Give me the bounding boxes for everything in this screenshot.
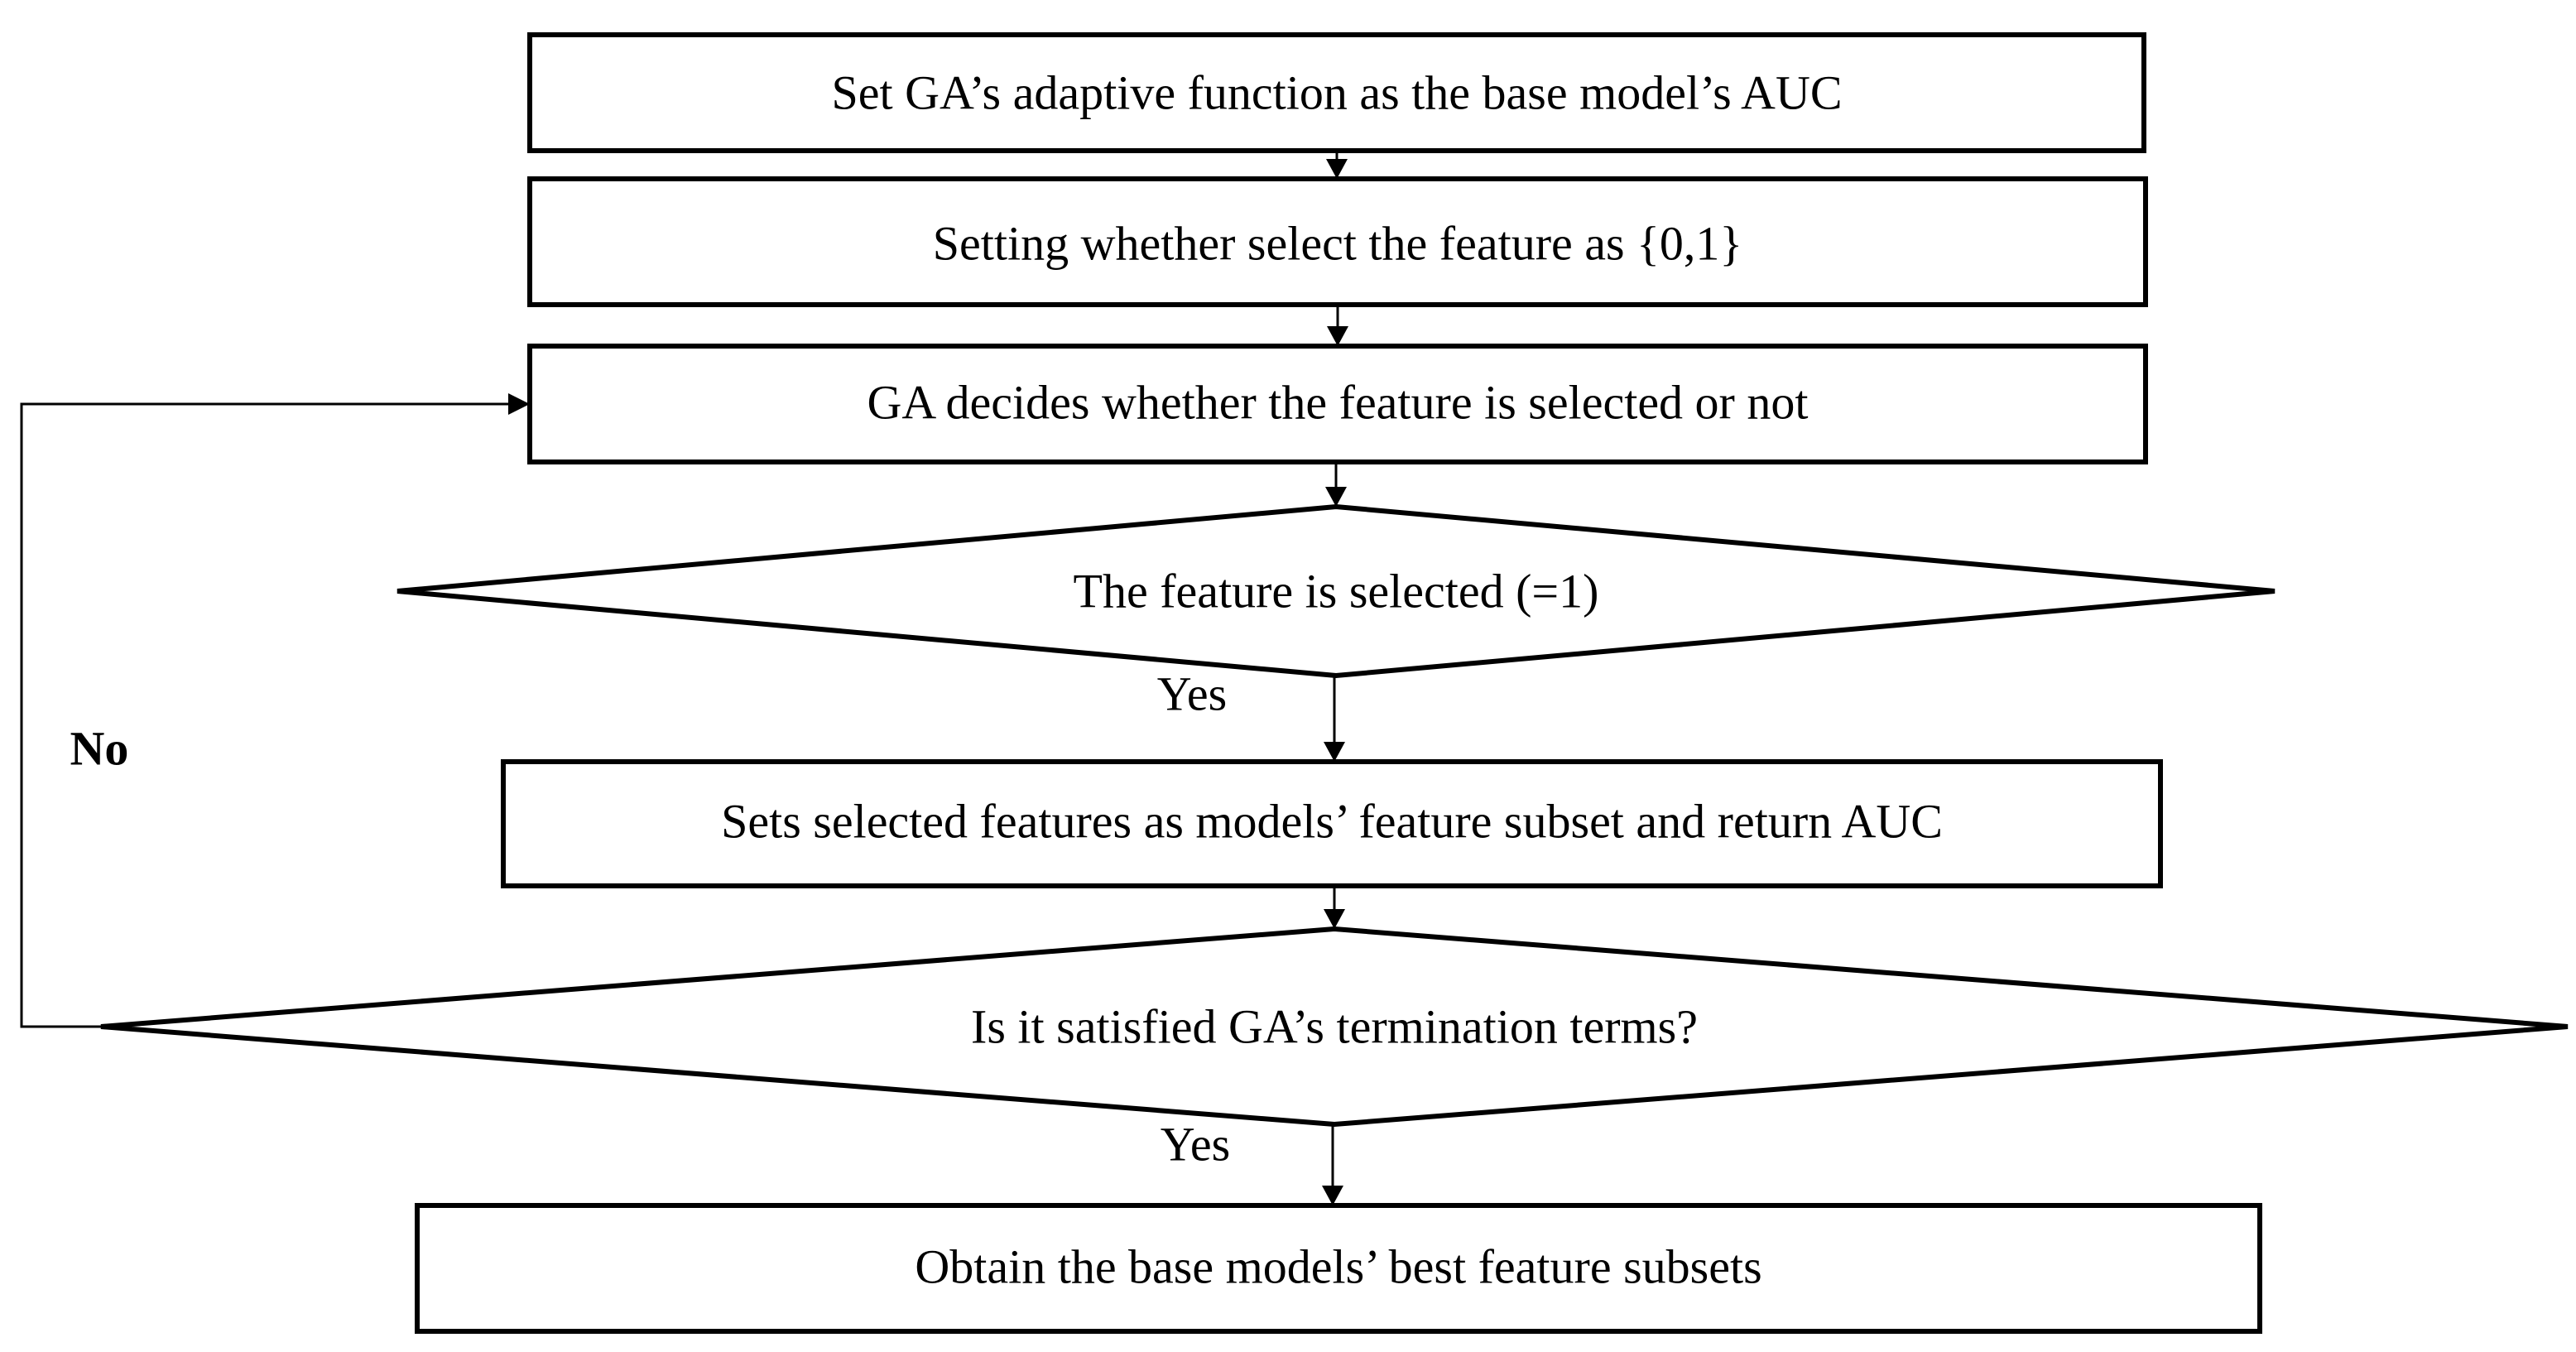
- node-set-fitness-label: Set GA’s adaptive function as the base m…: [831, 66, 1842, 120]
- edge-set-fitness-to-set-encoding: [1326, 153, 1348, 179]
- node-set-encoding-box: [527, 176, 2148, 307]
- node-set-subset-label: Sets selected features as models’ featur…: [721, 795, 1943, 849]
- edge-set-encoding-to-ga-decides: [1327, 307, 1348, 346]
- node-termination-diamond: [100, 926, 2569, 1128]
- edge-label-yes-selected: Yes: [1157, 667, 1227, 721]
- node-set-fitness-box: [527, 32, 2146, 153]
- edge-label-no: No: [70, 722, 129, 776]
- edge-ga-decides-to-feature-selected: [1325, 464, 1347, 507]
- node-feature-selected-label: The feature is selected (=1): [1074, 565, 1599, 618]
- node-obtain-best-label: Obtain the base models’ best feature sub…: [915, 1240, 1761, 1294]
- node-termination-label: Is it satisfied GA’s termination terms?: [971, 1000, 1698, 1054]
- node-feature-selected-diamond: [396, 503, 2276, 679]
- node-set-subset-box: [501, 759, 2163, 888]
- node-obtain-best-box: [415, 1203, 2262, 1334]
- node-ga-decides-label: GA decides whether the feature is select…: [867, 376, 1808, 430]
- edge-feature-selected-to-set-subset: [1324, 677, 1345, 762]
- edge-label-yes-termination: Yes: [1161, 1118, 1230, 1172]
- edge-termination-no-loop: [20, 393, 530, 1028]
- edge-termination-to-obtain-best: [1322, 1126, 1343, 1205]
- node-set-encoding-label: Setting whether select the feature as {0…: [933, 217, 1743, 271]
- edge-set-subset-to-termination: [1324, 888, 1345, 929]
